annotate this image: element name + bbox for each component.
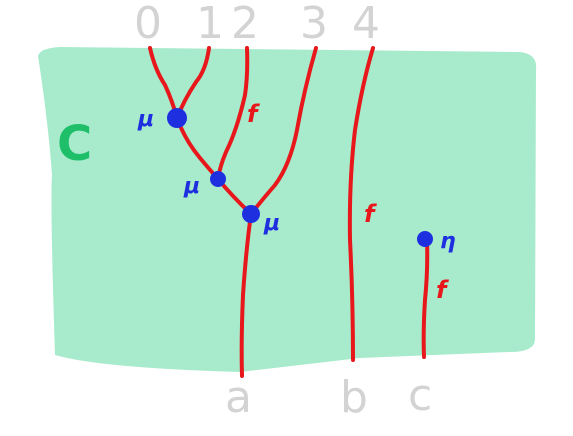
region-label-c: C: [57, 116, 92, 172]
nodes: [167, 108, 433, 247]
wire-input-0: [148, 46, 179, 120]
output-label-c: c: [408, 370, 432, 421]
mu-node-3: [242, 205, 260, 223]
mu-node-1: [167, 108, 187, 128]
wire-input-4-to-output-b: [347, 46, 375, 362]
input-label-0: 0: [134, 0, 162, 49]
mu-node-2: [210, 171, 226, 187]
mu-label-2: μ: [183, 174, 200, 199]
input-label-2: 2: [231, 0, 259, 49]
category-region: [38, 47, 537, 372]
f-label-input-2: f: [247, 100, 260, 128]
wire-output-a: [239, 212, 253, 378]
mu-label-3: μ: [263, 211, 280, 236]
eta-node: [417, 231, 433, 247]
input-label-1: 1: [196, 0, 224, 49]
wire-eta-to-output-c: [421, 238, 430, 359]
wire-input-2: [216, 46, 250, 181]
wires: [148, 46, 430, 378]
output-label-b: b: [340, 372, 368, 423]
input-label-3: 3: [300, 0, 328, 49]
output-label-a: a: [225, 372, 252, 423]
f-label-wire-b: f: [364, 200, 377, 228]
wire-input-1: [175, 46, 211, 120]
input-label-4: 4: [352, 0, 380, 49]
f-label-wire-c: f: [436, 276, 449, 304]
eta-label: η: [440, 229, 456, 254]
wire-input-3: [249, 46, 318, 216]
mu-label-1: μ: [137, 107, 154, 132]
